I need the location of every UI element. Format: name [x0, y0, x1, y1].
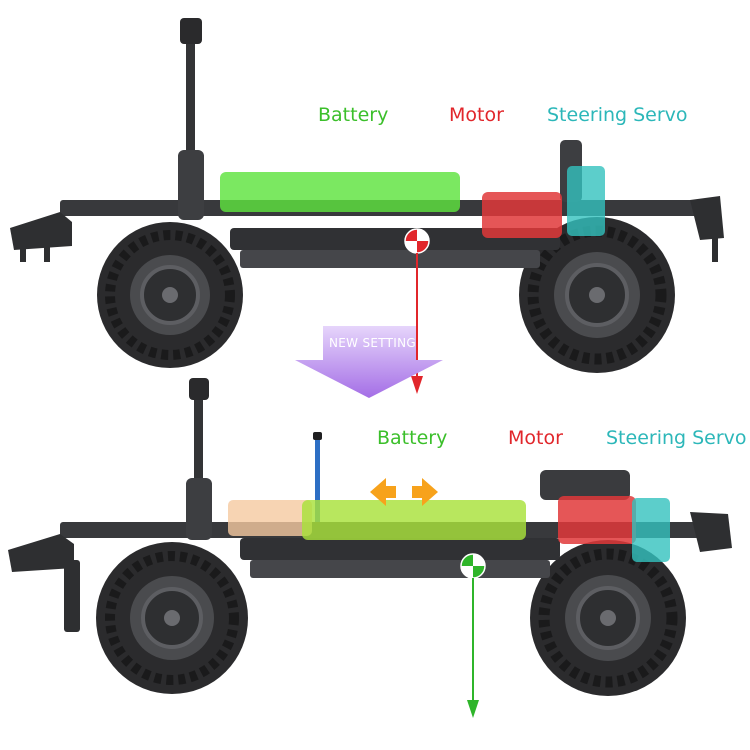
rear-shock-bottom: [186, 478, 212, 540]
steering-servo-top: [567, 166, 605, 236]
rear-bumper-top: [10, 212, 72, 250]
battery-top: [220, 172, 460, 212]
center-of-gravity-icon: [404, 228, 430, 254]
rear-wheel-top: [97, 222, 243, 368]
steering-servo-label-top: Steering Servo: [547, 104, 688, 126]
gravity-arrowhead-old: [411, 376, 423, 394]
motor-label-top: Motor: [449, 104, 504, 126]
motor-mount: [540, 470, 630, 500]
rear-wheel-bottom: [96, 542, 248, 694]
left-right-arrows-icon: [370, 478, 438, 506]
motor-label-bottom: Motor: [508, 427, 563, 449]
antenna: [315, 436, 320, 546]
chassis-new: [8, 378, 732, 718]
steering-servo-label-bottom: Steering Servo: [606, 427, 747, 449]
motor-top: [482, 192, 562, 238]
old-battery-position: [228, 500, 312, 536]
motor-bottom: [558, 496, 636, 544]
body-post-top: [186, 30, 195, 170]
battery-label-top: Battery: [318, 104, 389, 126]
battery-label-bottom: Battery: [377, 427, 448, 449]
front-bumper-bottom: [690, 512, 732, 552]
battery-bottom: [302, 500, 526, 540]
front-bumper-top: [690, 196, 724, 240]
gravity-arrowhead-new: [467, 700, 479, 718]
front-wheel-top: [519, 217, 675, 373]
steering-servo-bottom: [632, 498, 670, 562]
body-post-bottom: [194, 388, 203, 508]
new-setting-label: NEW SETTING: [329, 336, 417, 350]
front-wheel-bottom: [530, 540, 686, 696]
rear-shock-top: [178, 150, 204, 220]
chassis-original: [10, 18, 724, 394]
down-arrow-icon: [295, 326, 443, 398]
center-of-gravity-icon: [460, 553, 486, 579]
rear-bumper-bottom: [8, 534, 74, 572]
